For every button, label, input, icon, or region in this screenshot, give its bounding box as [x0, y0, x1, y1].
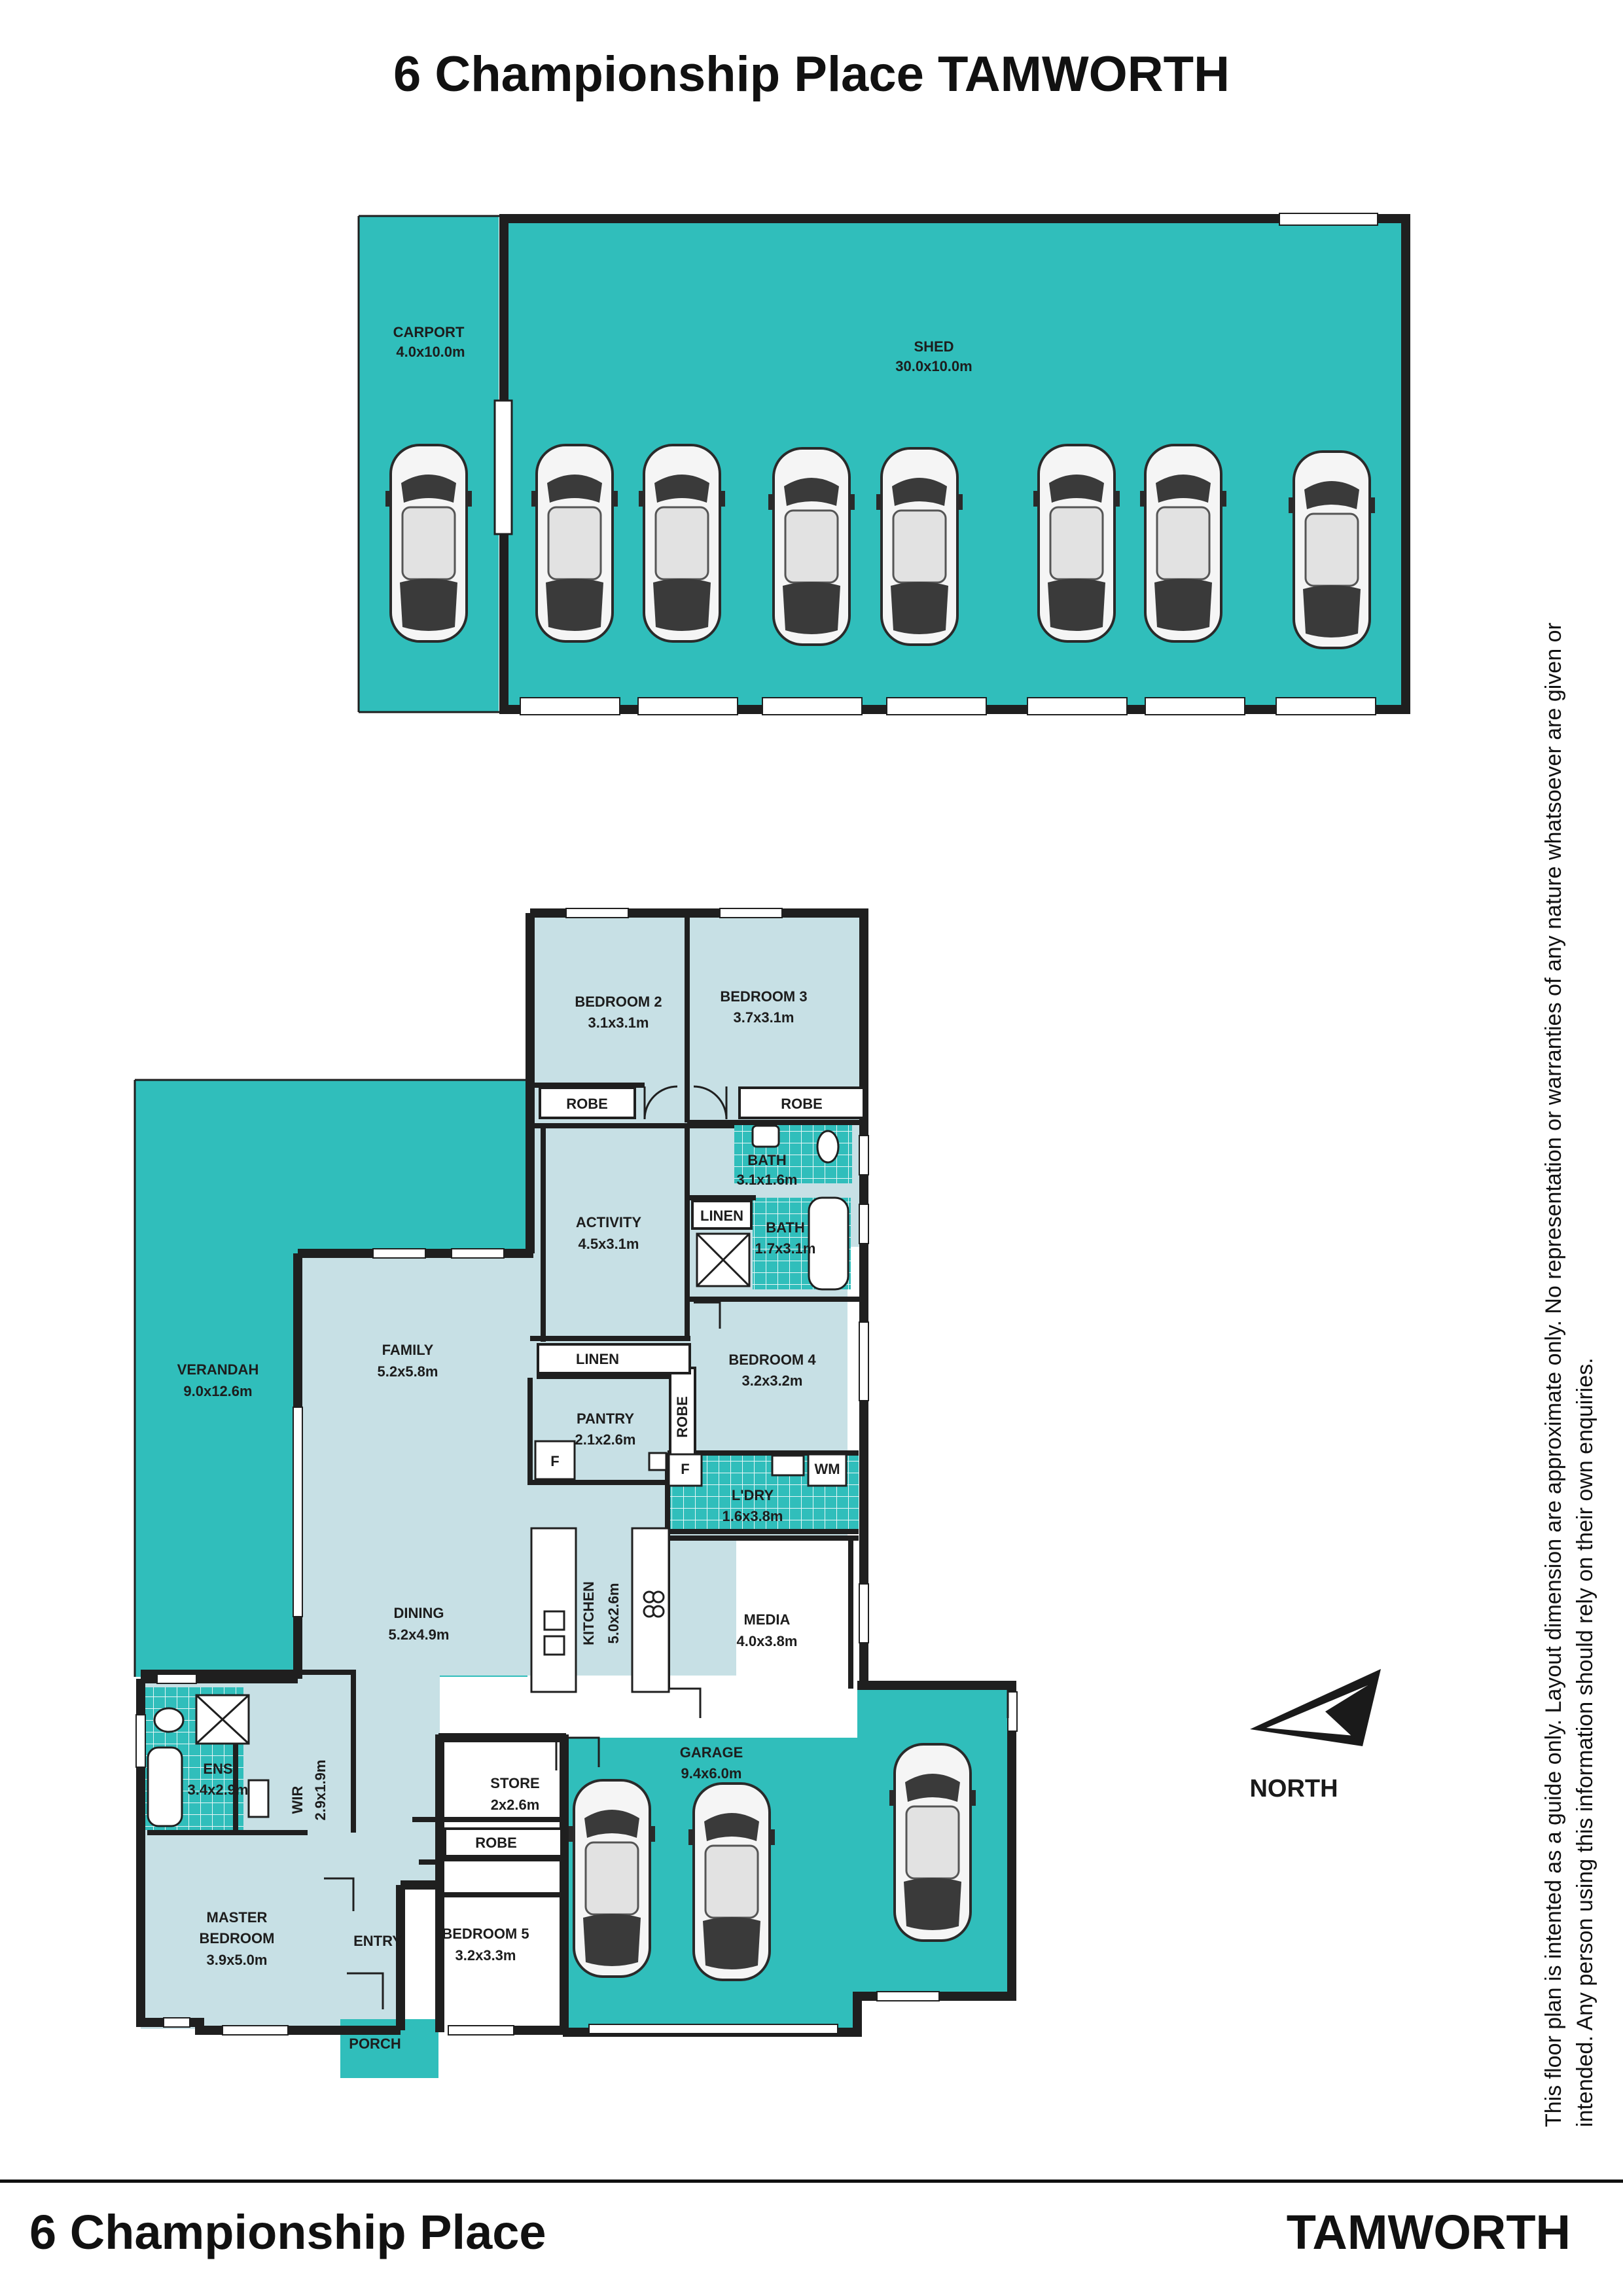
family-label: FAMILY [382, 1342, 434, 1358]
media-size: 4.0x3.8m [737, 1633, 798, 1649]
bath2-size: 1.7x3.1m [755, 1240, 816, 1257]
pantry-label: PANTRY [577, 1410, 634, 1427]
dining-label: DINING [394, 1605, 444, 1621]
compass-icon [1250, 1669, 1381, 1746]
carport-size: 4.0x10.0m [396, 344, 465, 360]
compass-label: NORTH [1249, 1775, 1338, 1803]
activity-label: ACTIVITY [576, 1214, 642, 1230]
footer-divider [0, 2179, 1623, 2183]
master-label: MASTER [207, 1909, 268, 1926]
dining-size: 5.2x4.9m [389, 1626, 450, 1643]
footer-address: 6 Championship Place [29, 2205, 546, 2259]
activity-size: 4.5x3.1m [579, 1236, 639, 1252]
disclaimer-text: This floor plan is intented as a guide o… [1541, 622, 1597, 2127]
wm-label: WM [814, 1461, 840, 1477]
wir-size: 2.9x1.9m [312, 1760, 329, 1821]
garage-label: GARAGE [680, 1744, 743, 1761]
shed-roller-doors [520, 697, 1376, 715]
interior-walls [141, 916, 864, 1897]
verandah-label: VERANDAH [177, 1361, 259, 1378]
porch-label: PORCH [349, 2036, 401, 2052]
bath2-label: BATH [766, 1219, 804, 1236]
bedroom2-label: BEDROOM 2 [575, 994, 662, 1010]
store-size: 2x2.6m [491, 1797, 540, 1813]
laundry-size: 1.6x3.8m [722, 1508, 783, 1524]
linen-label: LINEN [576, 1351, 619, 1367]
pantry-size: 2.1x2.6m [575, 1431, 636, 1448]
bathroom-fixtures [147, 1124, 849, 1827]
laundry-label: L'DRY [732, 1487, 774, 1503]
bedroom3-size: 3.7x3.1m [734, 1009, 794, 1026]
bedroom5-size: 3.2x3.3m [455, 1947, 516, 1964]
ens-label: ENS [203, 1761, 232, 1777]
robe-label: ROBE [781, 1096, 823, 1112]
ens-size: 3.4x2.9m [188, 1782, 249, 1798]
windows [135, 908, 1018, 2036]
master-label-2: BEDROOM [200, 1930, 275, 1946]
bath1-label: BATH [747, 1152, 786, 1168]
master-size: 3.9x5.0m [207, 1952, 268, 1968]
kitchen-size: 5.0x2.6m [605, 1583, 622, 1644]
kitchen-benches [530, 1527, 670, 1693]
plan-title: 6 Championship Place TAMWORTH [393, 46, 1230, 102]
media-label: MEDIA [744, 1611, 791, 1628]
kitchen-label: KITCHEN [580, 1581, 597, 1645]
shed-label: SHED [914, 338, 954, 355]
bedroom5-label: BEDROOM 5 [442, 1926, 529, 1942]
bedroom4-label: BEDROOM 4 [728, 1352, 816, 1368]
store-label: STORE [490, 1775, 539, 1791]
footer-suburb: TAMWORTH [1286, 2205, 1571, 2259]
garage-size: 9.4x6.0m [681, 1765, 742, 1782]
room-labels: CARPORT 4.0x10.0m SHED 30.0x10.0m BEDROO… [177, 324, 972, 2052]
fridge-label: F [550, 1453, 559, 1469]
robe-boxes [444, 1086, 865, 1857]
verandah-size: 9.0x12.6m [183, 1383, 252, 1399]
robe-label: ROBE [674, 1396, 690, 1438]
bath1-size: 3.1x1.6m [737, 1172, 798, 1188]
fridge-boxes [534, 1440, 847, 1487]
family-size: 5.2x5.8m [378, 1363, 438, 1380]
bedroom3-label: BEDROOM 3 [720, 988, 807, 1005]
carport-label: CARPORT [393, 324, 465, 340]
linen-label: LINEN [700, 1208, 743, 1224]
robe-label: ROBE [566, 1096, 608, 1112]
robe-label: ROBE [475, 1835, 517, 1851]
shed-size: 30.0x10.0m [895, 358, 972, 374]
doors [324, 1085, 1009, 2009]
entry-label: ENTRY [353, 1933, 402, 1949]
wir-label: WIR [289, 1786, 306, 1814]
bedroom2-size: 3.1x3.1m [588, 1014, 649, 1031]
bedroom4-size: 3.2x3.2m [742, 1372, 803, 1389]
fridge-label: F [681, 1461, 689, 1477]
